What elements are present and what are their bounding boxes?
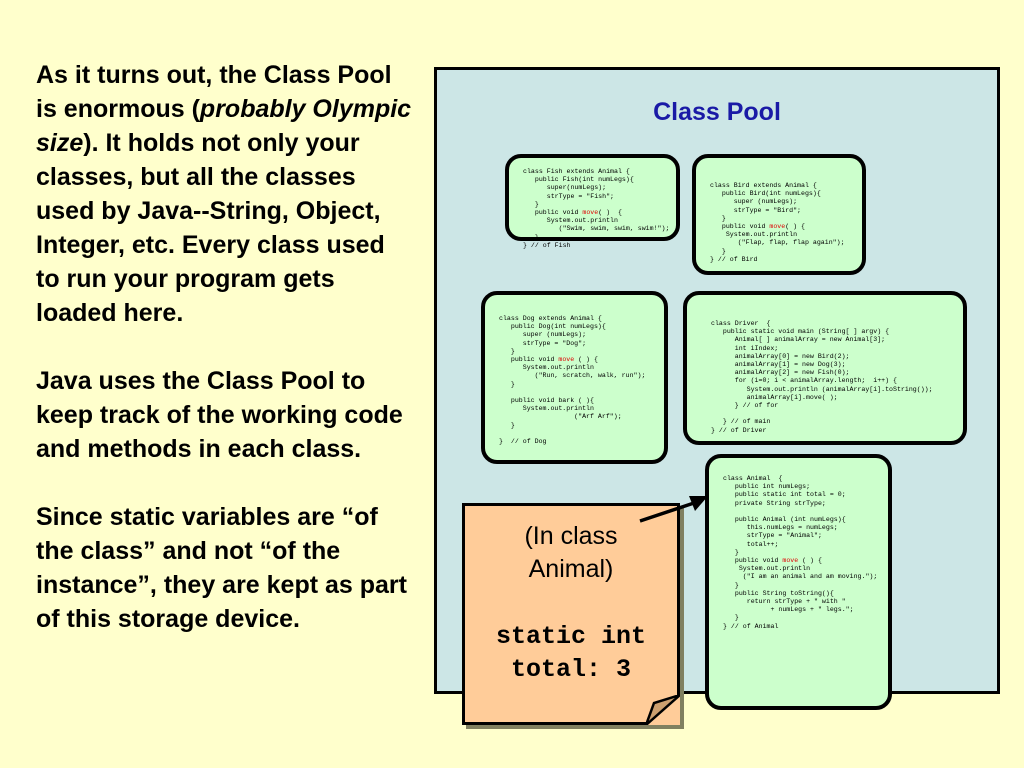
bird-line: ("Flap, flap, flap again"); — [710, 239, 845, 247]
animal-line: public static int total = 0; — [723, 491, 846, 499]
bird-line: super (numLegs); — [710, 198, 798, 206]
dog-line: public Dog(int numLegs){ — [499, 323, 606, 331]
fish-line: class Fish extends Animal { — [523, 168, 630, 175]
animal-class-box: class Animal { public int numLegs; publi… — [705, 454, 892, 710]
dog-line: super (numLegs); — [499, 331, 587, 339]
note-code-line: static int — [495, 622, 647, 651]
fish-line: ("Swim, swim, swim, swim!"); — [523, 225, 670, 233]
driver-line: animalArray[0] = new Bird(2); — [711, 352, 850, 360]
driver-line: } // of Driver — [711, 426, 767, 434]
animal-line: } — [723, 614, 739, 622]
fish-line: public Fish(int numLegs){ — [523, 176, 634, 184]
driver-line: for (i=0; i < animalArray.length; i++) { — [711, 377, 897, 385]
animal-line: ("I am an animal and am moving."); — [723, 573, 878, 581]
driver-line: animalArray[i].move( ); — [711, 393, 838, 401]
animal-line: System.out.println — [723, 565, 811, 573]
note-line: Animal) — [528, 555, 614, 583]
note-label: (In class Animal) — [465, 520, 677, 586]
move-method-name: move — [769, 223, 786, 231]
fish-line: } // of Fish — [523, 241, 571, 249]
animal-line: private String strType; — [723, 499, 826, 507]
dog-line: strType = "Dog"; — [499, 339, 587, 347]
dog-line: } — [499, 347, 515, 355]
driver-line: System.out.println (animalArray[i].toStr… — [711, 385, 933, 393]
animal-line: } — [723, 548, 739, 556]
animal-line: class Animal { — [723, 475, 783, 482]
para1-italic: probably Olympic size — [36, 95, 412, 157]
bird-line: System.out.println — [710, 231, 798, 239]
driver-line: animalArray[2] = new Fish(0); — [711, 369, 850, 377]
animal-line: this.numLegs = numLegs; — [723, 524, 838, 532]
driver-line — [711, 410, 963, 418]
dog-line: } — [499, 380, 515, 388]
bird-line: } — [710, 247, 726, 255]
animal-line: return strType + " with " — [723, 598, 846, 606]
fish-line: strType = "Fish"; — [523, 192, 615, 200]
driver-line: animalArray[1] = new Dog(3); — [711, 361, 846, 369]
driver-line: class Driver { — [711, 320, 771, 327]
bird-line: strType = "Bird"; — [710, 206, 802, 214]
driver-line: } // of for — [711, 402, 779, 410]
animal-line: total++; — [723, 540, 779, 548]
dog-line: public void move ( ) { — [499, 356, 598, 364]
fish-line: } — [523, 200, 539, 208]
paragraph-tracking: Java uses the Class Pool to keep track o… — [36, 367, 403, 463]
paragraph-class-pool: As it turns out, the Class Pool is enorm… — [36, 58, 414, 330]
animal-line: public void move ( ) { — [723, 557, 822, 565]
animal-line — [723, 508, 888, 516]
static-total-note: (In class Animal) static int total: 3 — [462, 503, 680, 725]
animal-line: public String toString(){ — [723, 589, 834, 597]
bird-line: public void move( ) { — [710, 223, 805, 231]
fish-line: System.out.println — [523, 217, 618, 225]
dog-line: public void bark ( ){ — [499, 397, 594, 405]
para1-start: As it turns out, the Class Pool is enorm… — [36, 61, 392, 123]
note-code: static int total: 3 — [465, 620, 677, 686]
dog-line: ("Arf Arf"); — [499, 413, 622, 421]
dog-line — [499, 389, 664, 397]
dog-class-box: class Dog extends Animal { public Dog(in… — [481, 291, 668, 464]
paragraph-static: Since static variables are “of the class… — [36, 503, 407, 633]
bird-line: class Bird extends Animal { — [710, 182, 817, 189]
dog-line — [499, 430, 664, 438]
folded-corner-icon — [646, 695, 680, 725]
bird-class-box: class Bird extends Animal { public Bird(… — [692, 154, 866, 275]
driver-line: Animal[ ] animalArray = new Animal[3]; — [711, 336, 886, 344]
animal-line: public int numLegs; — [723, 483, 811, 491]
para1-end: ). It holds not only your classes, but a… — [36, 129, 385, 327]
fish-line: super(numLegs); — [523, 184, 607, 192]
dog-line: } // of Dog — [499, 438, 547, 446]
dog-line: } — [499, 421, 515, 429]
dog-line: class Dog extends Animal { — [499, 315, 602, 322]
bird-line: } — [710, 214, 726, 222]
driver-line: } // of main — [711, 418, 771, 426]
fish-line: public void move( ) { — [523, 209, 622, 217]
note-line: (In class — [524, 522, 618, 550]
explanation-text: As it turns out, the Class Pool is enorm… — [36, 58, 414, 670]
move-method-name: move — [582, 209, 599, 217]
bird-line: public Bird(int numLegs){ — [710, 190, 821, 198]
class-pool-title: Class Pool — [653, 98, 781, 126]
move-method-name: move — [782, 557, 799, 565]
driver-line: int iIndex; — [711, 344, 779, 352]
driver-class-box: class Driver { public static void main (… — [683, 291, 967, 445]
dog-line: ("Run, scratch, walk, run"); — [499, 372, 646, 380]
animal-line: } // of Animal — [723, 622, 779, 630]
dog-line: System.out.println — [499, 364, 594, 372]
animal-line: strType = "Animal"; — [723, 532, 822, 540]
note-code-line: total: 3 — [510, 655, 632, 684]
animal-line: public Animal (int numLegs){ — [723, 516, 846, 524]
animal-line: + numLegs + " legs."; — [723, 606, 854, 614]
fish-class-box: class Fish extends Animal { public Fish(… — [505, 154, 680, 249]
fish-line: } — [523, 233, 539, 241]
bird-line: } // of Bird — [710, 255, 758, 263]
animal-line: } — [723, 581, 739, 589]
move-method-name: move — [558, 356, 575, 364]
dog-line: System.out.println — [499, 405, 594, 413]
driver-line: public static void main (String[ ] argv)… — [711, 328, 890, 336]
